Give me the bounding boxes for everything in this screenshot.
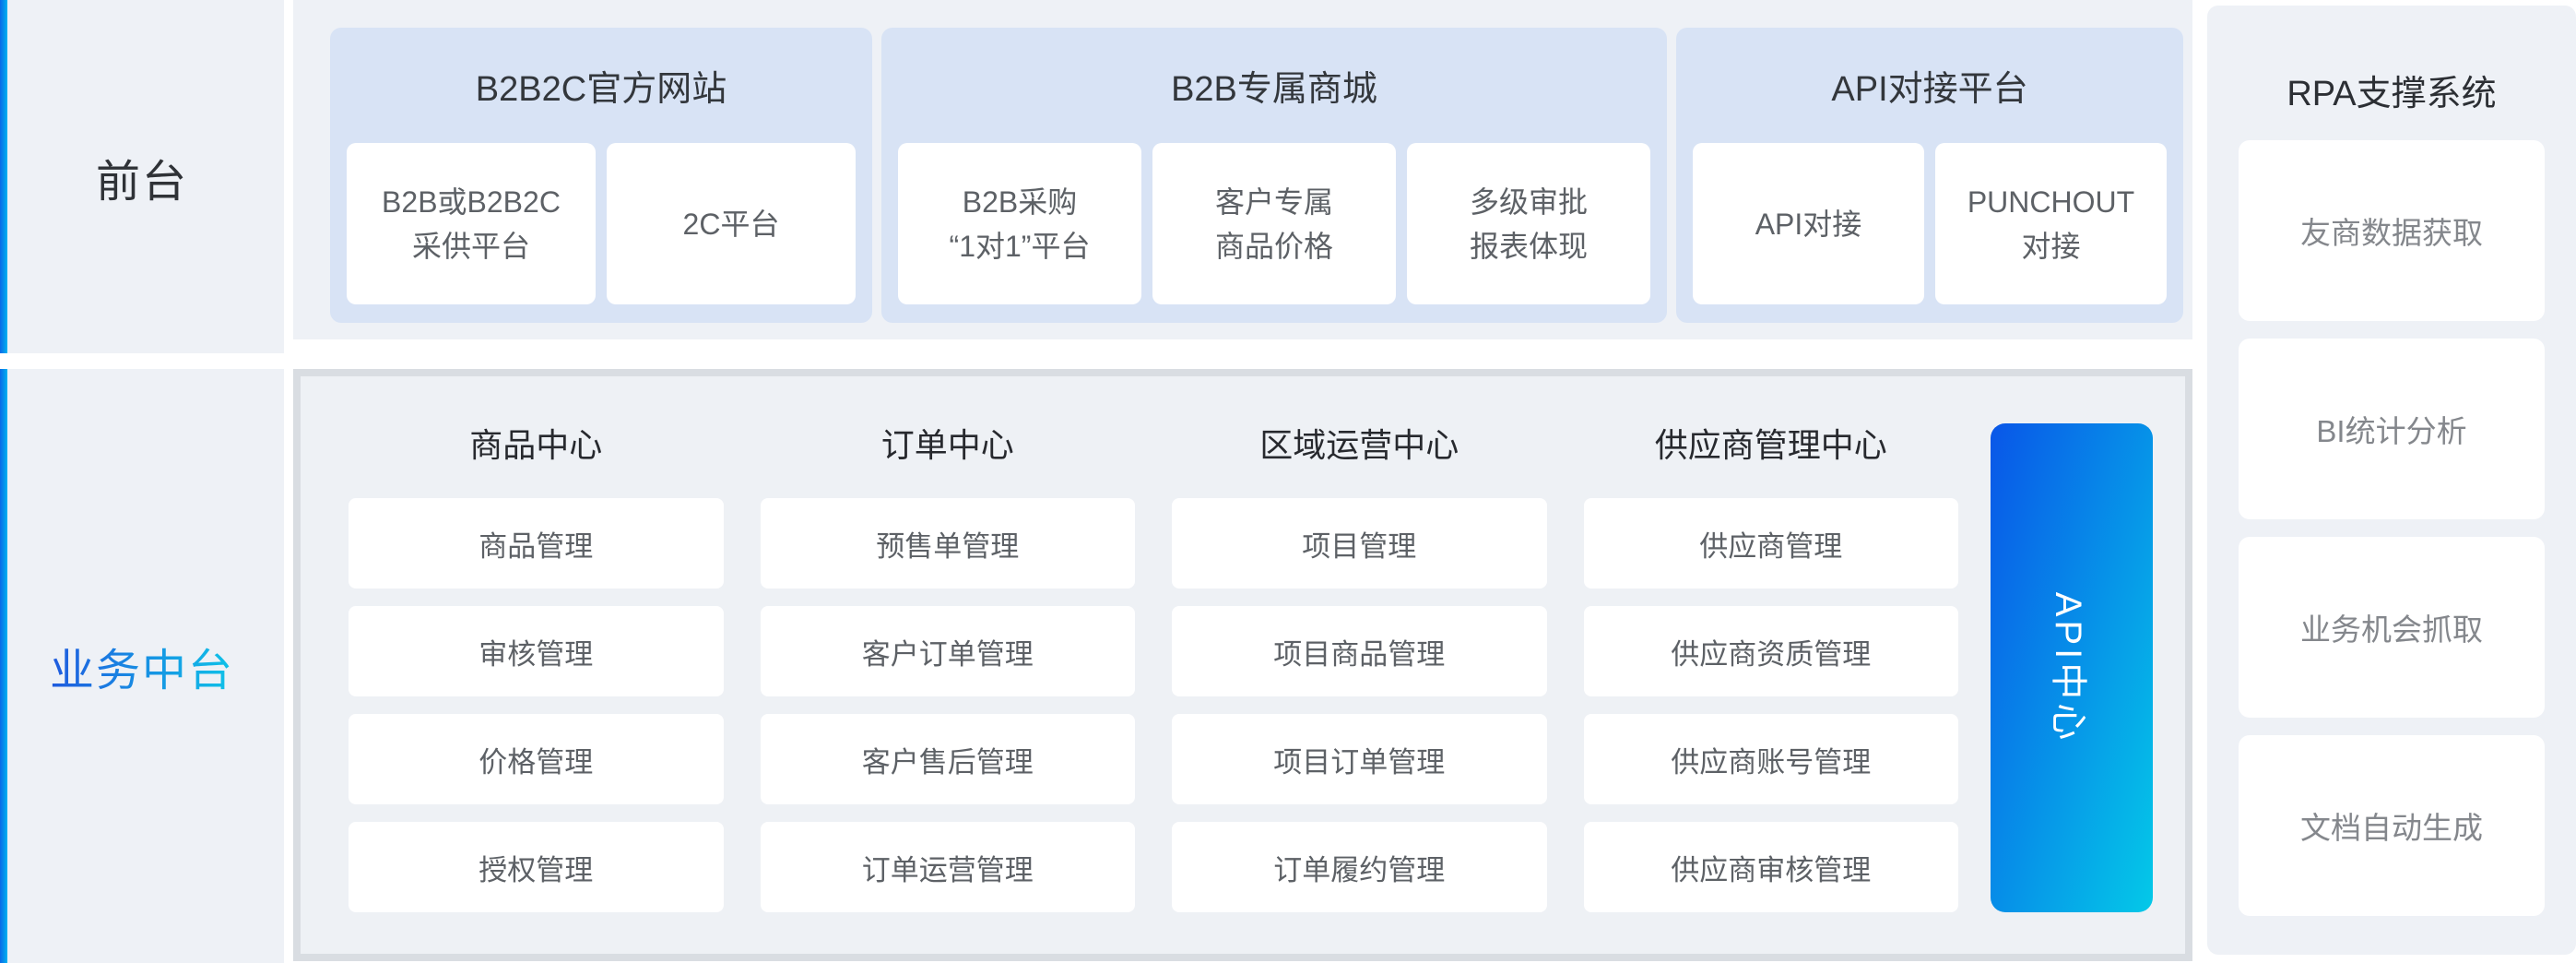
diagram-node: 项目商品管理 xyxy=(1172,606,1547,696)
diagram-node: 供应商审核管理 xyxy=(1583,822,1958,912)
diagram-node: API对接 xyxy=(1693,143,1924,304)
middle-stage-accent-bar xyxy=(0,369,7,963)
diagram-node: 业务机会抓取 xyxy=(2239,537,2545,718)
group-cards: B2B采购 “1对1”平台 客户专属 商品价格 多级审批 报表体现 xyxy=(881,143,1667,323)
diagram-node: PUNCHOUT 对接 xyxy=(1935,143,2167,304)
group-api-platform: API对接平台 API对接 PUNCHOUT 对接 xyxy=(1676,28,2183,323)
diagram-node: 授权管理 xyxy=(349,822,724,912)
middle-stage-panel: 商品中心 商品管理 审核管理 价格管理 授权管理 订单中心 预售单管理 客户订单… xyxy=(293,369,2192,961)
diagram-node: 文档自动生成 xyxy=(2239,735,2545,916)
group-title: B2B专属商城 xyxy=(1171,70,1377,109)
api-center-bar: API中心 xyxy=(1991,423,2153,912)
diagram-node: 商品管理 xyxy=(349,498,724,588)
diagram-node: 项目管理 xyxy=(1172,498,1547,588)
diagram-node: B2B或B2B2C 采供平台 xyxy=(347,143,596,304)
diagram-node: 项目订单管理 xyxy=(1172,714,1547,804)
api-center-label: API中心 xyxy=(2047,591,2088,744)
group-b2b-mall: B2B专属商城 B2B采购 “1对1”平台 客户专属 商品价格 多级审批 报表体… xyxy=(881,28,1667,323)
middle-stage-columns: 商品中心 商品管理 审核管理 价格管理 授权管理 订单中心 预售单管理 客户订单… xyxy=(349,376,1958,954)
diagram-node: BI统计分析 xyxy=(2239,339,2545,519)
diagram-node: B2B采购 “1对1”平台 xyxy=(898,143,1141,304)
rpa-title: RPA支撑系统 xyxy=(2286,74,2497,113)
column-title: 订单中心 xyxy=(880,426,1014,464)
column-title: 商品中心 xyxy=(469,426,603,464)
diagram-node: 订单运营管理 xyxy=(760,822,1135,912)
column-title: 供应商管理中心 xyxy=(1654,426,1887,464)
front-stage-sidebar: 前台 xyxy=(0,0,284,353)
diagram-node: 客户订单管理 xyxy=(760,606,1135,696)
group-cards: API对接 PUNCHOUT 对接 xyxy=(1676,143,2183,323)
diagram-node: 供应商资质管理 xyxy=(1583,606,1958,696)
diagram-node: 预售单管理 xyxy=(760,498,1135,588)
diagram-node: 审核管理 xyxy=(349,606,724,696)
front-stage-label: 前台 xyxy=(95,157,188,207)
diagram-node: 供应商管理 xyxy=(1583,498,1958,588)
middle-stage-sidebar: 业务中台 xyxy=(0,369,284,963)
column-title: 区域运营中心 xyxy=(1259,426,1459,464)
diagram-node: 2C平台 xyxy=(607,143,856,304)
column-region-operation-center: 区域运营中心 项目管理 项目商品管理 项目订单管理 订单履约管理 xyxy=(1172,376,1547,954)
front-stage-accent-bar xyxy=(0,0,7,353)
rpa-panel: RPA支撑系统 友商数据获取 BI统计分析 业务机会抓取 文档自动生成 xyxy=(2207,6,2576,955)
diagram-node: 客户专属 商品价格 xyxy=(1152,143,1396,304)
column-supplier-management-center: 供应商管理中心 供应商管理 供应商资质管理 供应商账号管理 供应商审核管理 xyxy=(1583,376,1958,954)
diagram-node: 多级审批 报表体现 xyxy=(1407,143,1650,304)
column-order-center: 订单中心 预售单管理 客户订单管理 客户售后管理 订单运营管理 xyxy=(760,376,1135,954)
middle-stage-label: 业务中台 xyxy=(50,634,234,698)
group-title: API对接平台 xyxy=(1831,70,2028,109)
diagram-node: 友商数据获取 xyxy=(2239,140,2545,321)
front-stage-panel: B2B2C官方网站 B2B或B2B2C 采供平台 2C平台 B2B专属商城 B2… xyxy=(293,0,2192,339)
column-product-center: 商品中心 商品管理 审核管理 价格管理 授权管理 xyxy=(349,376,724,954)
diagram-node: 客户售后管理 xyxy=(760,714,1135,804)
rpa-cards: 友商数据获取 BI统计分析 业务机会抓取 文档自动生成 xyxy=(2207,140,2576,916)
diagram-node: 订单履约管理 xyxy=(1172,822,1547,912)
diagram-node: 供应商账号管理 xyxy=(1583,714,1958,804)
group-b2b2c-website: B2B2C官方网站 B2B或B2B2C 采供平台 2C平台 xyxy=(330,28,872,323)
group-title: B2B2C官方网站 xyxy=(475,70,727,109)
group-cards: B2B或B2B2C 采供平台 2C平台 xyxy=(330,143,872,323)
diagram-node: 价格管理 xyxy=(349,714,724,804)
